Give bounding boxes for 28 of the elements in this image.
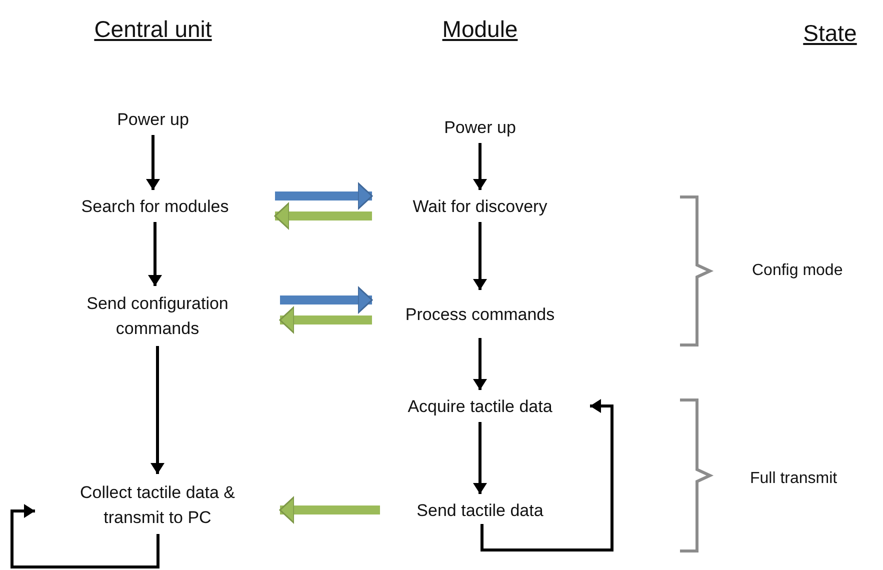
arrow: [146, 135, 160, 190]
arrow: [473, 143, 487, 190]
step-text: Send tactile data: [380, 496, 580, 524]
state-label: Config mode: [752, 262, 843, 280]
step-text: Power up: [60, 105, 246, 133]
arrow: [148, 222, 162, 286]
block-arrow: [274, 202, 372, 230]
arrow: [480, 399, 614, 552]
step-text: Send configuration commands: [35, 288, 280, 344]
column-heading: Module: [442, 16, 518, 43]
arrow: [473, 422, 487, 494]
block-arrow: [275, 182, 373, 210]
arrow: [150, 346, 164, 474]
column-heading: State: [803, 20, 857, 47]
block-arrow: [279, 496, 380, 524]
block-arrow: [279, 306, 372, 334]
step-text: Acquire tactile data: [370, 392, 590, 420]
step-text: Collect tactile data & transmit to PC: [35, 476, 280, 534]
step-text: Power up: [380, 113, 580, 141]
arrow: [10, 504, 160, 568]
state-label: Full transmit: [750, 470, 838, 488]
arrow: [473, 338, 487, 390]
step-text: Search for modules: [35, 192, 275, 220]
step-text: Wait for discovery: [372, 192, 588, 220]
block-arrow: [280, 286, 373, 314]
step-text: Process commands: [372, 292, 588, 336]
column-heading: Central unit: [94, 16, 212, 43]
arrow: [473, 222, 487, 290]
